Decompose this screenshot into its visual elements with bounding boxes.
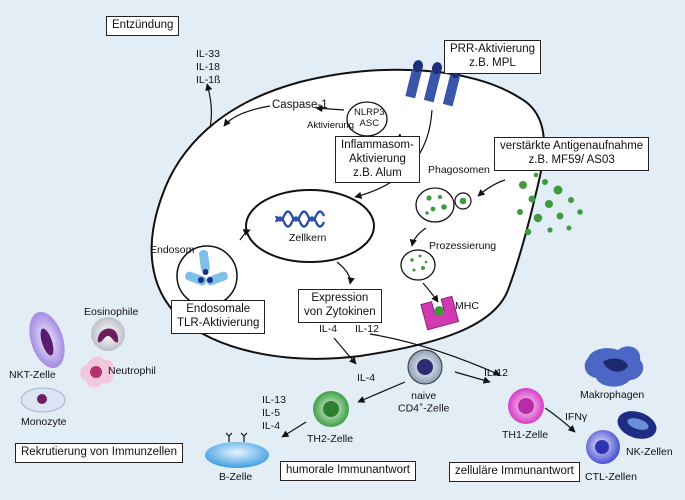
phagosome-upper — [415, 187, 455, 223]
antigen-line2: z.B. MF59/ AS03 — [528, 153, 615, 166]
label-neutrophil: Neutrophil — [108, 365, 156, 377]
expression-line2: von Zytokinen — [304, 305, 376, 318]
label-th2-cytokines: IL-13 IL-5 IL-4 — [262, 394, 286, 433]
label-nlrp3: NLRP3 ASC — [354, 107, 385, 129]
box-expression-zytokine: Expression von Zytokinen — [298, 289, 382, 323]
label-il33: IL-33 — [196, 48, 220, 60]
expression-line1: Expression — [311, 292, 369, 304]
box-entzuendung: Entzündung — [106, 16, 180, 36]
label-nkt: NKT-Zelle — [9, 369, 56, 381]
label-th1: TH1-Zelle — [502, 429, 549, 441]
box-rekrutierung: Rekrutierung von Immunzellen — [15, 443, 183, 463]
box-zellulaer: zelluläre Immunantwort — [449, 462, 580, 482]
naive-cd4-sup: + — [419, 402, 424, 410]
label-il4-b: IL-4 — [357, 372, 376, 384]
label-th2: TH2-Zelle — [307, 433, 354, 445]
label-nk: NK-Zellen — [626, 446, 673, 458]
label-ctl: CTL-Zellen — [585, 471, 637, 483]
label-phagosomen: Phagosomen — [428, 164, 490, 176]
naive-line1: naive — [411, 390, 437, 402]
label-eosinophile: Eosinophile — [84, 306, 139, 318]
b-cell-receptors — [225, 432, 248, 442]
rekrutierung-text: Rekrutierung von Immunzellen — [21, 446, 177, 458]
prr-line2: z.B. MPL — [469, 56, 516, 69]
label-il4-a: IL-4 — [319, 323, 338, 335]
nucleus — [245, 189, 375, 263]
tlr-receptor — [185, 249, 228, 286]
box-endosomale-tlr: Endosomale TLR-Aktivierung — [171, 300, 266, 334]
prr-line1: PRR-Aktivierung — [450, 43, 535, 55]
adjuvant-particles — [517, 172, 583, 236]
inflam-line2: Aktivierung — [348, 152, 406, 165]
inflam-line1: Inflammasom- — [341, 139, 414, 151]
label-prozessierung: Prozessierung — [429, 240, 497, 252]
endosomal-line2: TLR-Aktivierung — [177, 316, 260, 329]
label-endosom: Endosom — [150, 244, 195, 256]
label-aktivierung: Aktivierung — [307, 120, 354, 131]
label-il4-c: IL-4 — [262, 420, 281, 432]
label-naive-cd4: naive CD4+-Zelle — [398, 390, 449, 415]
label-makrophagen: Makrophagen — [580, 389, 645, 401]
mhc-molecule — [420, 295, 460, 331]
nlrp3-line1: NLRP3 — [354, 107, 385, 118]
naive-zelle-text: -Zelle — [423, 402, 450, 415]
zellulaer-text: zelluläre Immunantwort — [455, 465, 574, 477]
phagosome-lower — [400, 249, 436, 281]
label-il5: IL-5 — [262, 407, 281, 419]
dna-helix — [274, 210, 326, 228]
label-il12-a: IL-12 — [355, 323, 379, 335]
phagosome-small-particle — [459, 197, 467, 205]
box-prr-aktivierung: PRR-Aktivierung z.B. MPL — [444, 40, 541, 74]
label-zellkern: Zellkern — [289, 232, 327, 244]
naive-cd4-text: CD4 — [398, 402, 420, 415]
b-cell — [205, 442, 269, 468]
phagosome-particles — [410, 195, 447, 272]
box-humoral: humorale Immunantwort — [280, 461, 416, 481]
entzuendung-text: Entzündung — [112, 19, 174, 31]
inflam-line3: z.B. Alum — [353, 166, 402, 179]
label-il12-b: IL-12 — [484, 367, 508, 379]
endosomal-line1: Endosomale — [186, 303, 251, 315]
label-cytokines-top: IL-33 IL-18 IL-1ß — [196, 48, 221, 87]
label-ifn: IFNγ — [565, 411, 588, 423]
label-monozyte: Monozyte — [21, 416, 67, 428]
label-il1b: IL-1ß — [196, 74, 221, 86]
naive-line2: CD4+-Zelle — [398, 402, 449, 415]
nlrp3-line2: ASC — [359, 118, 380, 129]
label-b-zelle: B-Zelle — [219, 471, 253, 483]
box-antigenaufnahme: verstärkte Antigenaufnahme z.B. MF59/ AS… — [494, 137, 650, 171]
label-mhc: MHC — [455, 300, 479, 312]
label-il18: IL-18 — [196, 61, 220, 73]
label-caspase: Caspase-1 — [272, 99, 328, 111]
label-il13: IL-13 — [262, 394, 286, 406]
antigen-line1: verstärkte Antigenaufnahme — [500, 140, 644, 152]
humoral-text: humorale Immunantwort — [286, 464, 410, 476]
box-inflammasom: Inflammasom- Aktivierung z.B. Alum — [335, 136, 420, 184]
